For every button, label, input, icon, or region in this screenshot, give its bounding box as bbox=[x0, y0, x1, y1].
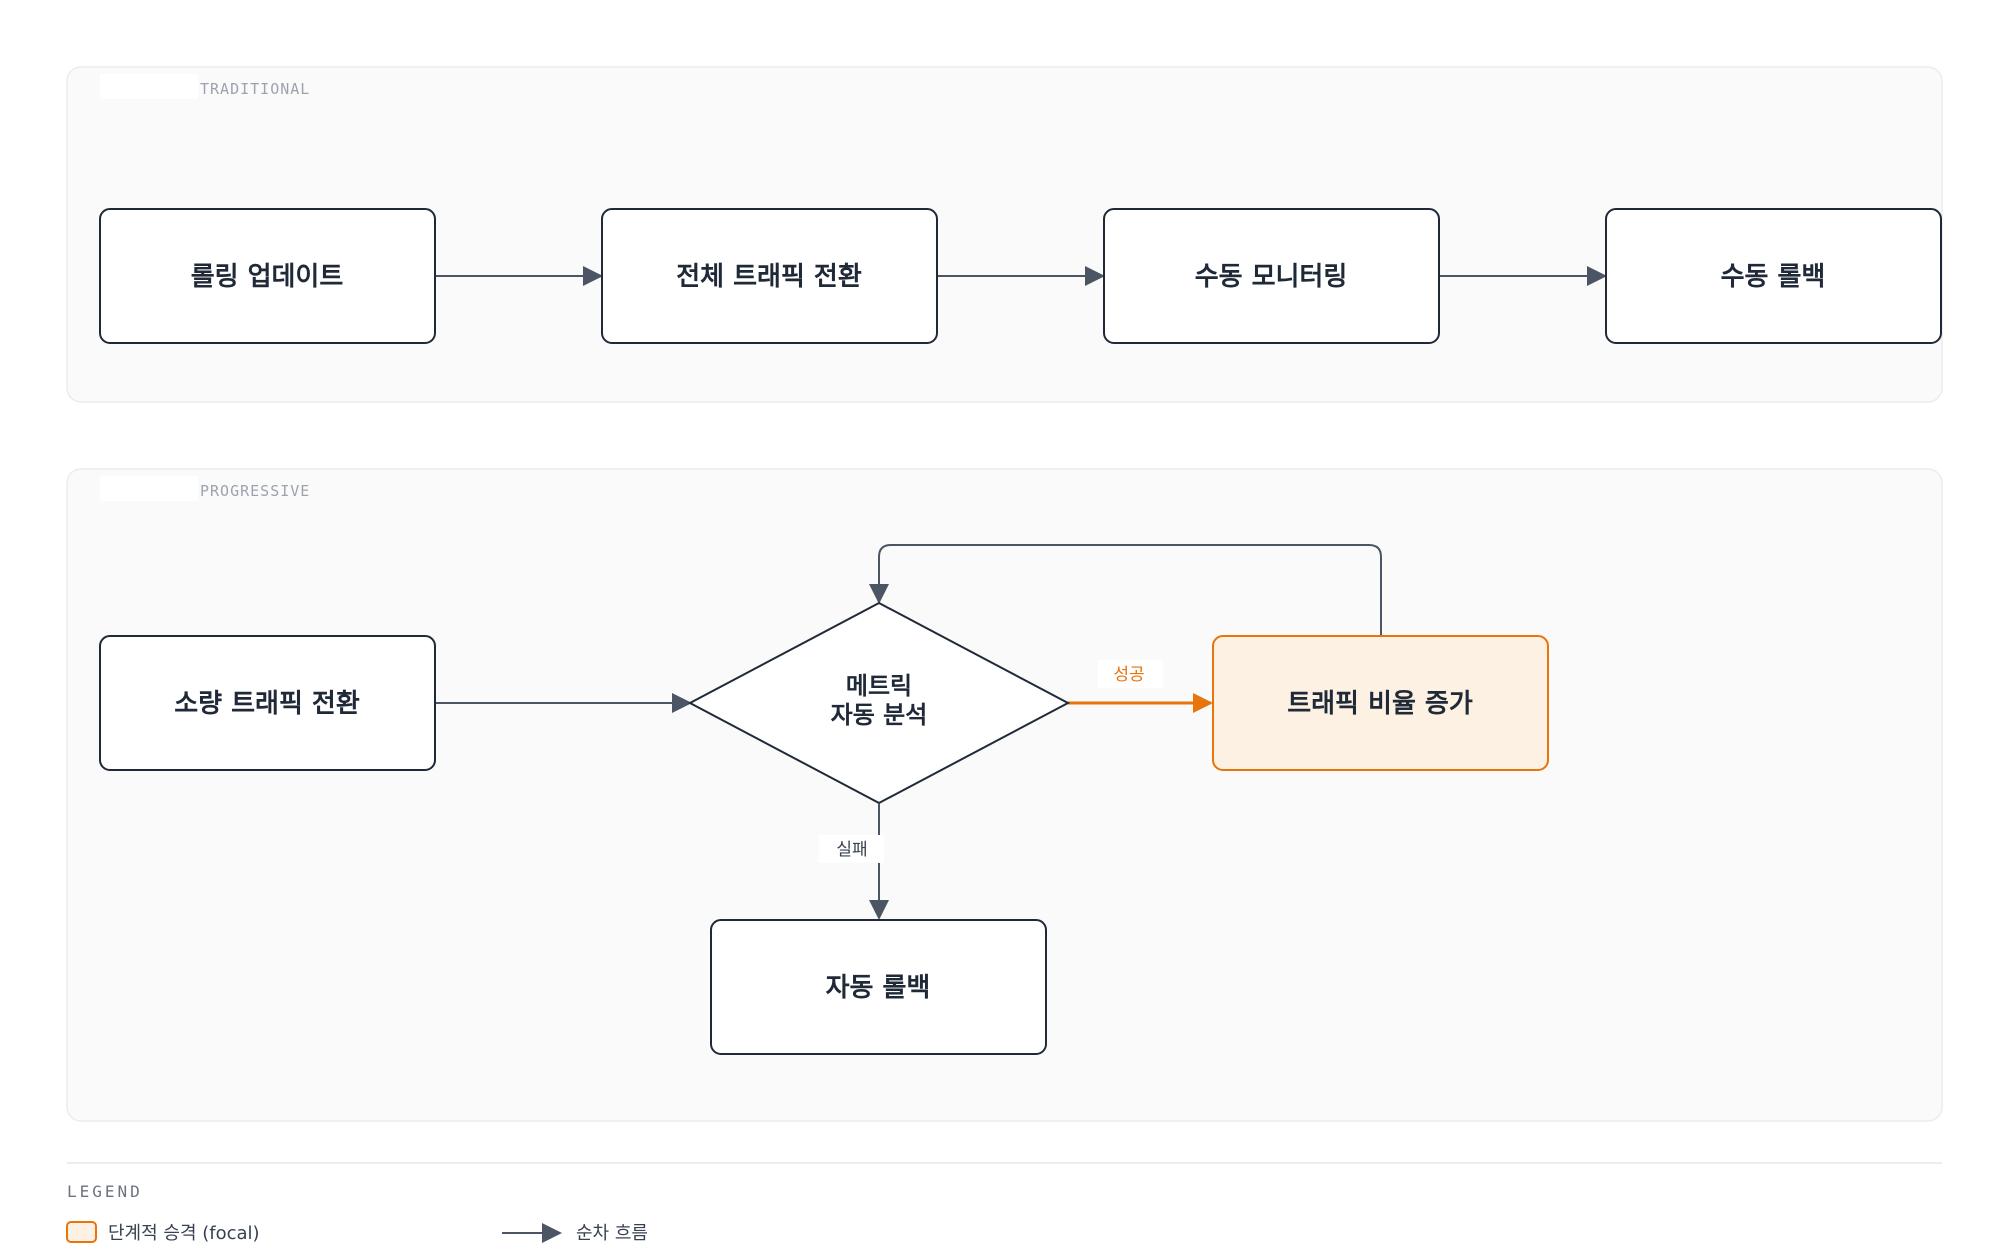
node-full-traffic-switch-label: 전체 트래픽 전환 bbox=[676, 262, 862, 292]
edge-success-label-bg bbox=[1098, 660, 1163, 688]
node-metric-analysis-label-line2: 자동 분석 bbox=[831, 701, 928, 729]
group-traditional-label-bg bbox=[100, 74, 198, 99]
edge-increase-loop-back bbox=[869, 544, 1382, 635]
node-manual-monitoring-box bbox=[1103, 208, 1440, 344]
node-full-traffic-switch: 전체 트래픽 전환 bbox=[601, 208, 938, 344]
node-metric-analysis-label-line1: 메트릭 bbox=[846, 672, 912, 700]
group-progressive-label-bg bbox=[100, 476, 198, 501]
legend-title: LEGEND bbox=[67, 1182, 143, 1201]
node-increase-traffic-ratio-label: 트래픽 비율 증가 bbox=[1287, 689, 1473, 719]
group-traditional-label: TRADITIONAL bbox=[200, 80, 310, 98]
node-full-traffic-switch-box bbox=[601, 208, 938, 344]
node-auto-rollback: 자동 롤백 bbox=[710, 919, 1047, 1055]
legend-flow-label: 순차 흐름 bbox=[576, 1223, 648, 1244]
node-metric-analysis: 메트릭 자동 분석 bbox=[687, 601, 1071, 805]
node-manual-rollback-label: 수동 롤백 bbox=[1721, 262, 1826, 292]
node-rolling-update: 롤링 업데이트 bbox=[99, 208, 436, 344]
node-small-traffic-switch-box bbox=[99, 635, 436, 771]
node-increase-traffic-ratio: 트래픽 비율 증가 bbox=[1212, 635, 1549, 771]
edge-failure-label-bg bbox=[819, 835, 884, 863]
node-metric-analysis-diamond bbox=[687, 601, 1071, 805]
legend-focal-swatch bbox=[66, 1221, 97, 1243]
node-small-traffic-switch: 소량 트래픽 전환 bbox=[99, 635, 436, 771]
legend: LEGEND 단계적 승격 (focal) 순차 흐름 bbox=[66, 1162, 1942, 1244]
group-progressive-label: PROGRESSIVE bbox=[200, 482, 310, 500]
node-rolling-update-label: 롤링 업데이트 bbox=[191, 262, 344, 292]
edge-failure-label: 실패 bbox=[836, 840, 867, 860]
node-auto-rollback-box bbox=[710, 919, 1047, 1055]
node-small-traffic-switch-label: 소량 트래픽 전환 bbox=[174, 689, 360, 719]
legend-focal-label: 단계적 승격 (focal) bbox=[108, 1223, 260, 1244]
node-manual-rollback-box bbox=[1605, 208, 1942, 344]
group-progressive: PROGRESSIVE bbox=[66, 468, 1943, 1122]
edge-success-label: 성공 bbox=[1113, 665, 1144, 685]
node-manual-monitoring: 수동 모니터링 bbox=[1103, 208, 1440, 344]
node-auto-rollback-label: 자동 롤백 bbox=[826, 973, 931, 1003]
group-progressive-frame bbox=[66, 468, 1943, 1122]
node-rolling-update-box bbox=[99, 208, 436, 344]
node-manual-monitoring-label: 수동 모니터링 bbox=[1195, 262, 1348, 292]
node-manual-rollback: 수동 롤백 bbox=[1605, 208, 1942, 344]
node-increase-traffic-ratio-box bbox=[1212, 635, 1549, 771]
